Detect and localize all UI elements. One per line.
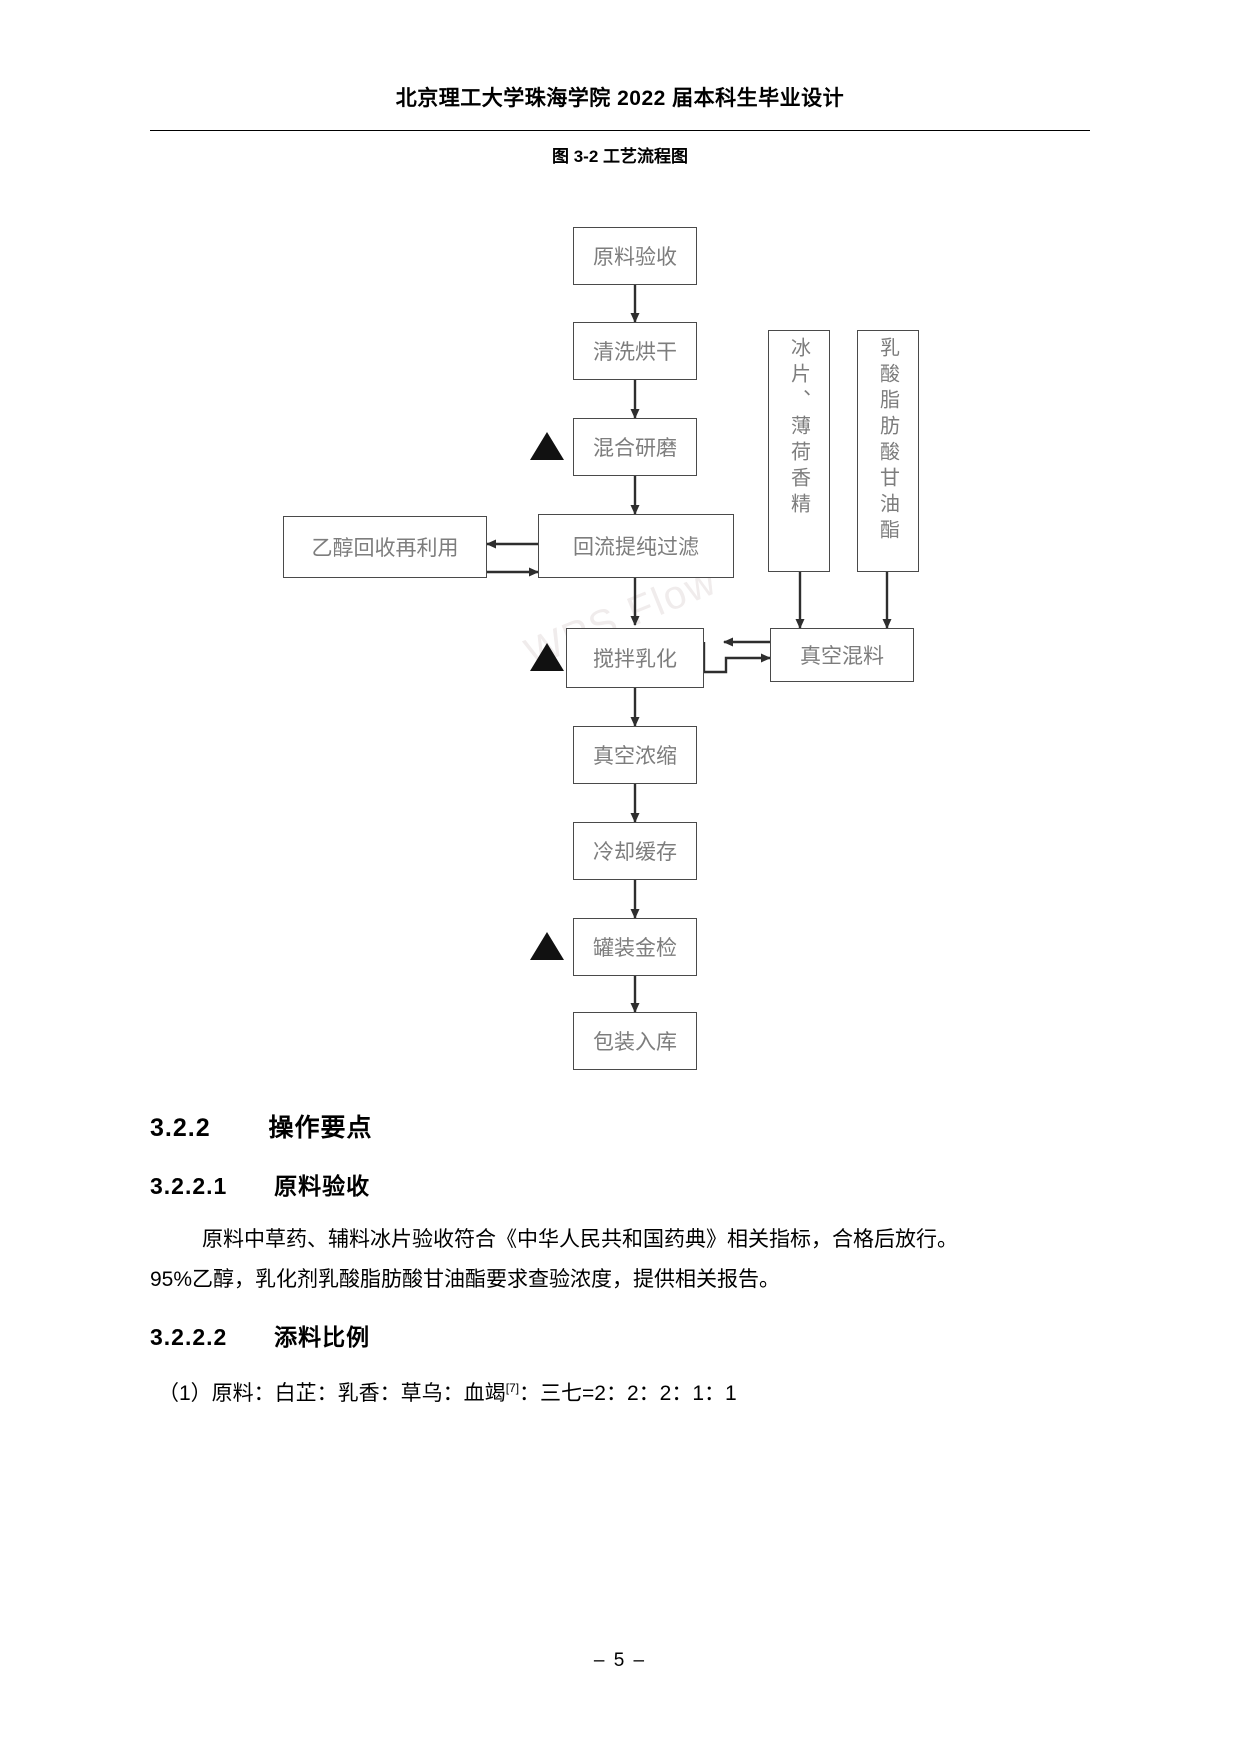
subheading-number: 3.2.2.1 [150,1173,228,1199]
node-ethanol-recovery-reuse[interactable]: 乙醇回收再利用 [283,516,487,578]
ratio-text-tail: ：三七=2：2：2：1：1 [519,1382,737,1405]
node-vacuum-mixing[interactable]: 真空混料 [770,628,914,682]
heading-raw-material-acceptance: 3.2.2.1 原料验收 [150,1167,370,1201]
node-vacuum-concentration[interactable]: 真空浓缩 [573,726,697,784]
heading-operation-points: 3.2.2 操作要点 [150,1108,373,1144]
heading-text: 操作要点 [268,1114,373,1142]
node-stir-emulsify[interactable]: 搅拌乳化 [566,628,704,688]
subheading-text: 原料验收 [274,1173,371,1199]
node-cooling-buffer[interactable]: 冷却缓存 [573,822,697,880]
paragraph-ratio: （1）原料：白芷：乳香：草乌：血竭[7]：三七=2：2：2：1：1 [158,1368,1098,1414]
paragraph-line-1: 原料中草药、辅料冰片验收符合《中华人民共和国药典》相关指标，合格后放行。 [202,1228,958,1251]
subheading2-number: 3.2.2.2 [150,1324,228,1350]
heading-number: 3.2.2 [150,1114,211,1142]
node-reflux-purification-filtration[interactable]: 回流提纯过滤 [538,514,734,578]
figure-caption: 图 3-2 工艺流程图 [551,147,689,166]
node-lactic-acid-fatty-glyceride[interactable]: 乳酸脂肪酸甘油酯 [857,330,919,572]
critical-point-marker-filling [530,932,564,960]
paragraph-raw-material: 原料中草药、辅料冰片验收符合《中华人民共和国药典》相关指标，合格后放行。 95%… [150,1220,1090,1300]
node-mixing-grinding[interactable]: 混合研磨 [573,418,697,476]
ratio-text: （1）原料：白芷：乳香：草乌：血竭 [158,1382,506,1405]
header-divider [150,130,1090,131]
heading-dosing-ratio: 3.2.2.2 添料比例 [150,1318,370,1352]
process-flow-diagram: WPS Flow [0,200,1240,1080]
node-packaging-warehousing[interactable]: 包装入库 [573,1012,697,1070]
paragraph-line-2: 95%乙醇，乳化剂乳酸脂肪酸甘油酯要求查验浓度，提供相关报告。 [150,1268,781,1291]
reference-marker: [7] [505,1381,520,1395]
page-footer: – 5 – [593,1650,647,1671]
node-filling-metal-detection[interactable]: 罐装金检 [573,918,697,976]
node-raw-material-acceptance[interactable]: 原料验收 [573,227,697,285]
critical-point-marker-emulsifying [530,643,564,671]
node-wash-and-dry[interactable]: 清洗烘干 [573,322,697,380]
node-borneol-mint-essence[interactable]: 冰片、薄荷香精 [768,330,830,572]
critical-point-marker-grinding [530,432,564,460]
subheading2-text: 添料比例 [274,1324,371,1350]
running-header: 北京理工大学珠海学院 2022 届本科生毕业设计 [395,87,845,110]
